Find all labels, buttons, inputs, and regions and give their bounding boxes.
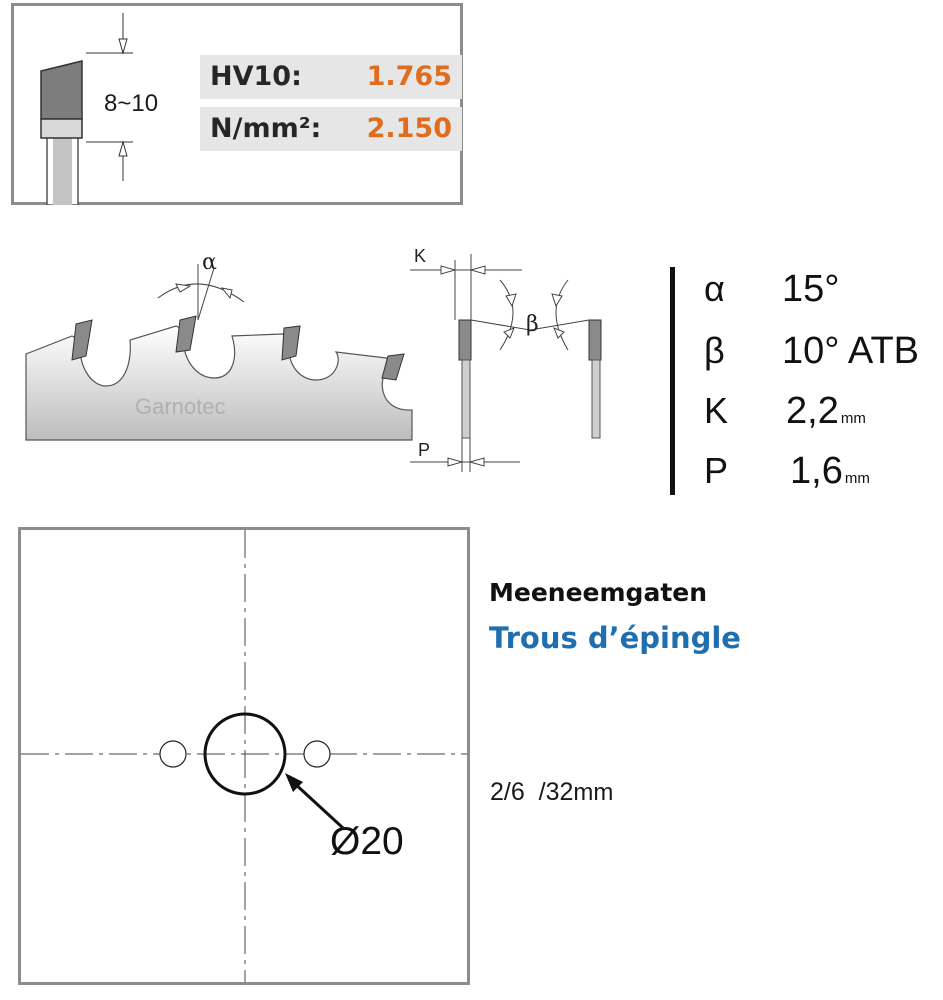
pinholes-drawing [21, 530, 467, 982]
alpha-angle-label: α [202, 250, 217, 275]
spec-symbol-beta: β [704, 330, 725, 371]
pinholes-title-fr: Trous d’épingle [489, 621, 741, 655]
hardness-row-hv10: HV10: 1.765 [200, 55, 462, 99]
pinholes-title-nl: Meeneemgaten [489, 578, 708, 607]
brand-watermark: Garnotec [135, 394, 226, 419]
spec-value-beta: 10° ATB [782, 330, 920, 372]
spec-value-alpha: 15° [782, 268, 840, 310]
hardness-label: N/mm²: [210, 113, 322, 144]
beta-angle-label: β [526, 312, 539, 337]
hardness-panel: 8~10 HV10: 1.765 N/mm²: 2.150 [11, 3, 463, 205]
hardness-value: 2.150 [366, 113, 452, 144]
bore-diameter-label: Ø20 [330, 820, 404, 863]
kerf-label: K [414, 246, 427, 266]
spec-symbol-alpha: α [704, 268, 725, 309]
saw-teeth-drawing [25, 254, 530, 472]
hardness-row-nmm2: N/mm²: 2.150 [200, 107, 462, 151]
hardness-value: 1.765 [366, 61, 452, 92]
tooth-profile-drawing [40, 13, 133, 205]
spec-symbol-k: K [704, 390, 729, 431]
hardness-label: HV10: [210, 61, 302, 92]
tip-height-label: 8~10 [104, 90, 159, 117]
plate-label: P [418, 440, 431, 460]
pinholes-panel [18, 527, 470, 985]
spec-divider [670, 267, 675, 495]
pinholes-spec: 2/6 /32mm [490, 778, 614, 806]
saw-teeth-side-right [530, 279, 602, 439]
spec-symbol-p: P [704, 450, 729, 491]
